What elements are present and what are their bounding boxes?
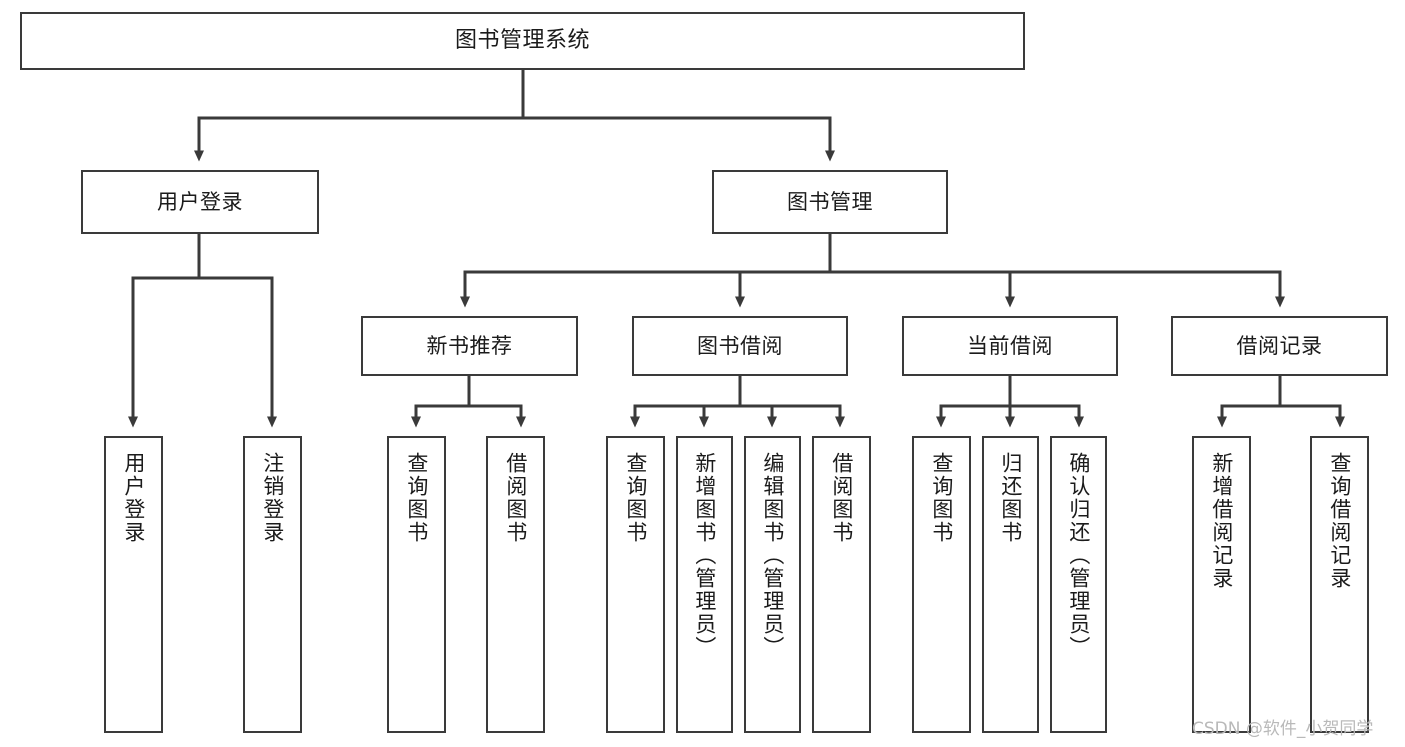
node-leaf-query-book-3[interactable]: 查询图书 [912,436,971,733]
node-leaf-borrow-book-1-label: 借阅图书 [503,452,528,544]
node-leaf-return-book-label: 归还图书 [998,452,1023,544]
csdn-watermark: CSDN @软件_小贺同学 [1192,719,1374,739]
node-new-book-recommend[interactable]: 新书推荐 [361,316,578,376]
node-leaf-edit-book-label: 编辑图书（管理员） [760,452,785,659]
node-leaf-query-book-2[interactable]: 查询图书 [606,436,665,733]
node-user-login[interactable]: 用户登录 [81,170,319,234]
node-leaf-query-record[interactable]: 查询借阅记录 [1310,436,1369,733]
node-root[interactable]: 图书管理系统 [20,12,1025,70]
node-user-login-label: 用户登录 [157,189,243,214]
node-leaf-user-logout[interactable]: 注销登录 [243,436,302,733]
node-leaf-borrow-book-2[interactable]: 借阅图书 [812,436,871,733]
node-leaf-add-book[interactable]: 新增图书（管理员） [676,436,733,733]
node-book-borrow[interactable]: 图书借阅 [632,316,848,376]
node-borrow-record[interactable]: 借阅记录 [1171,316,1388,376]
node-leaf-confirm-return-label: 确认归还（管理员） [1066,452,1091,659]
node-leaf-query-record-label: 查询借阅记录 [1327,452,1352,590]
node-leaf-borrow-book-1[interactable]: 借阅图书 [486,436,545,733]
node-leaf-query-book-2-label: 查询图书 [623,452,648,544]
node-root-label: 图书管理系统 [454,28,590,54]
node-book-manage-label: 图书管理 [787,189,873,214]
node-book-manage[interactable]: 图书管理 [712,170,948,234]
node-leaf-return-book[interactable]: 归还图书 [982,436,1039,733]
node-leaf-query-book-3-label: 查询图书 [929,452,954,544]
node-leaf-user-login-label: 用户登录 [121,452,146,544]
node-leaf-add-record[interactable]: 新增借阅记录 [1192,436,1251,733]
node-leaf-add-book-label: 新增图书（管理员） [692,452,717,659]
node-leaf-borrow-book-2-label: 借阅图书 [829,452,854,544]
node-book-borrow-label: 图书借阅 [697,333,783,358]
node-leaf-confirm-return[interactable]: 确认归还（管理员） [1050,436,1107,733]
node-current-borrow-label: 当前借阅 [967,333,1053,358]
node-current-borrow[interactable]: 当前借阅 [902,316,1118,376]
node-leaf-edit-book[interactable]: 编辑图书（管理员） [744,436,801,733]
node-new-book-recommend-label: 新书推荐 [426,333,513,358]
node-leaf-user-login[interactable]: 用户登录 [104,436,163,733]
node-leaf-query-book-1[interactable]: 查询图书 [387,436,446,733]
node-borrow-record-label: 借阅记录 [1236,333,1323,358]
node-leaf-user-logout-label: 注销登录 [260,452,285,544]
node-leaf-add-record-label: 新增借阅记录 [1209,452,1234,590]
node-leaf-query-book-1-label: 查询图书 [404,452,429,544]
